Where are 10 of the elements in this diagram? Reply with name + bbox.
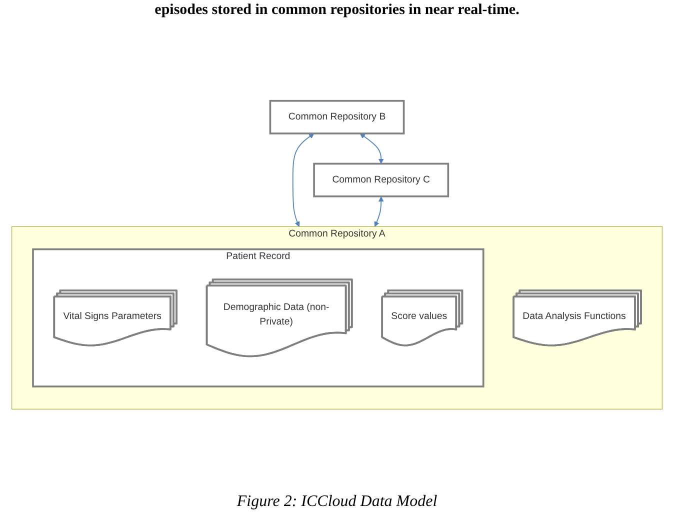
diagram: Common Repository A Patient Record Vital Signs Parameters Demographic Data (non-Private) Score values Data Analysis Functions Common Repository B Common Repository C: [7, 21, 667, 489]
cluster: [12, 226, 662, 410]
figure-caption: Figure 2: ICCloud Data Model: [236, 493, 438, 511]
cluster: [32, 248, 484, 388]
node-box: [269, 100, 405, 134]
arrow: [292, 133, 314, 227]
arrow: [360, 133, 384, 164]
text-fragment: episodes stored in common repositories in near real-time.: [154, 2, 520, 19]
node-box: [313, 162, 450, 198]
arrow: [374, 196, 384, 227]
